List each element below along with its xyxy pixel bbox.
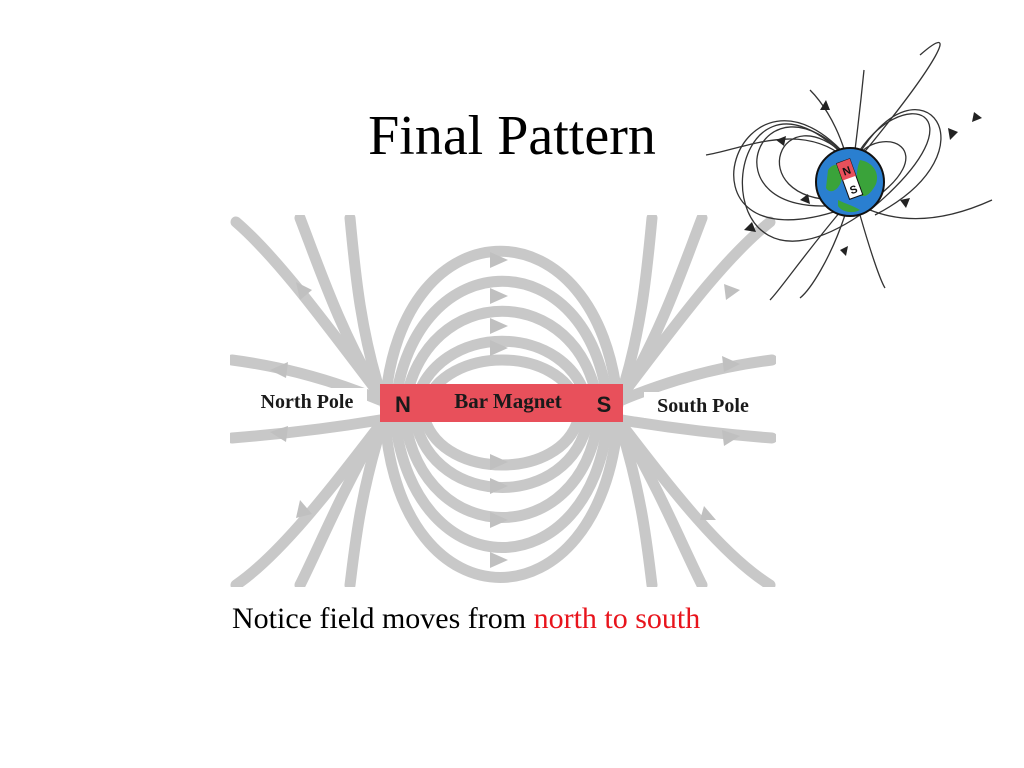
field-line [705, 138, 846, 159]
field-line [419, 414, 584, 471]
arrow-icon [900, 198, 910, 208]
field-line [616, 419, 708, 587]
caption-highlight: north to south [533, 602, 701, 635]
field-line [294, 419, 386, 587]
field-line [616, 414, 776, 444]
arrow-icon [490, 288, 508, 304]
earth-land [826, 164, 843, 192]
arrow-icon [490, 318, 508, 334]
field-line [399, 305, 604, 411]
earth-land [838, 200, 860, 213]
field-line [409, 335, 594, 411]
field-line [854, 69, 865, 151]
field-line [389, 275, 614, 411]
magnet-label: Bar Magnet [454, 389, 562, 413]
field-line [733, 120, 851, 221]
field-line [389, 414, 614, 553]
field-line [614, 419, 658, 587]
arrow-icon [722, 356, 740, 372]
magnet-north-letter: N [395, 392, 411, 417]
field-line [861, 41, 941, 156]
bar-magnet [380, 384, 623, 422]
field-line [379, 245, 624, 411]
field-line [869, 199, 993, 220]
arrow-icon [490, 478, 508, 494]
arrow-icon [490, 252, 508, 268]
field-line [230, 414, 386, 444]
arrow-icon [490, 454, 508, 470]
field-line [294, 215, 386, 404]
arrow-icon [700, 506, 716, 520]
field-line [344, 215, 388, 404]
field-line [741, 123, 861, 242]
arrow-icon [490, 340, 508, 356]
field-line [857, 109, 942, 216]
field-line [379, 414, 624, 583]
arrow-icon [722, 430, 740, 446]
arrow-icon [296, 282, 312, 300]
earth-land [856, 160, 878, 197]
south-pole-label: South Pole [657, 395, 749, 417]
field-line [799, 214, 846, 299]
slide-title: Final Pattern [368, 105, 656, 167]
field-line [769, 211, 841, 301]
arrow-icon [270, 362, 288, 378]
field-line [399, 414, 604, 523]
arrow-icon [948, 128, 958, 140]
arrow-icon [840, 246, 848, 256]
field-line [809, 89, 846, 153]
earth-south-letter: S [848, 183, 859, 197]
field-line [614, 215, 658, 404]
slide-caption: Notice field moves from north to south [232, 602, 700, 636]
field-line [616, 354, 776, 406]
earth-north-letter: N [841, 165, 853, 179]
arrow-icon [776, 136, 786, 146]
arrow-icon [972, 112, 982, 122]
arrow-icon [800, 194, 810, 204]
field-line [854, 141, 907, 206]
arrow-icon [744, 222, 756, 232]
arrow-icon [490, 552, 508, 568]
arrow-icon [724, 284, 740, 300]
arrow-icon [296, 500, 312, 518]
arrow-icon [820, 100, 830, 110]
field-line [344, 419, 388, 587]
magnet-south-letter: S [597, 392, 612, 417]
arrow-icon [490, 512, 508, 528]
north-pole-label: North Pole [261, 391, 354, 413]
field-line [859, 214, 886, 289]
caption-text: Notice field moves from [232, 602, 534, 635]
arrow-icon [270, 426, 288, 442]
field-line [616, 215, 708, 404]
